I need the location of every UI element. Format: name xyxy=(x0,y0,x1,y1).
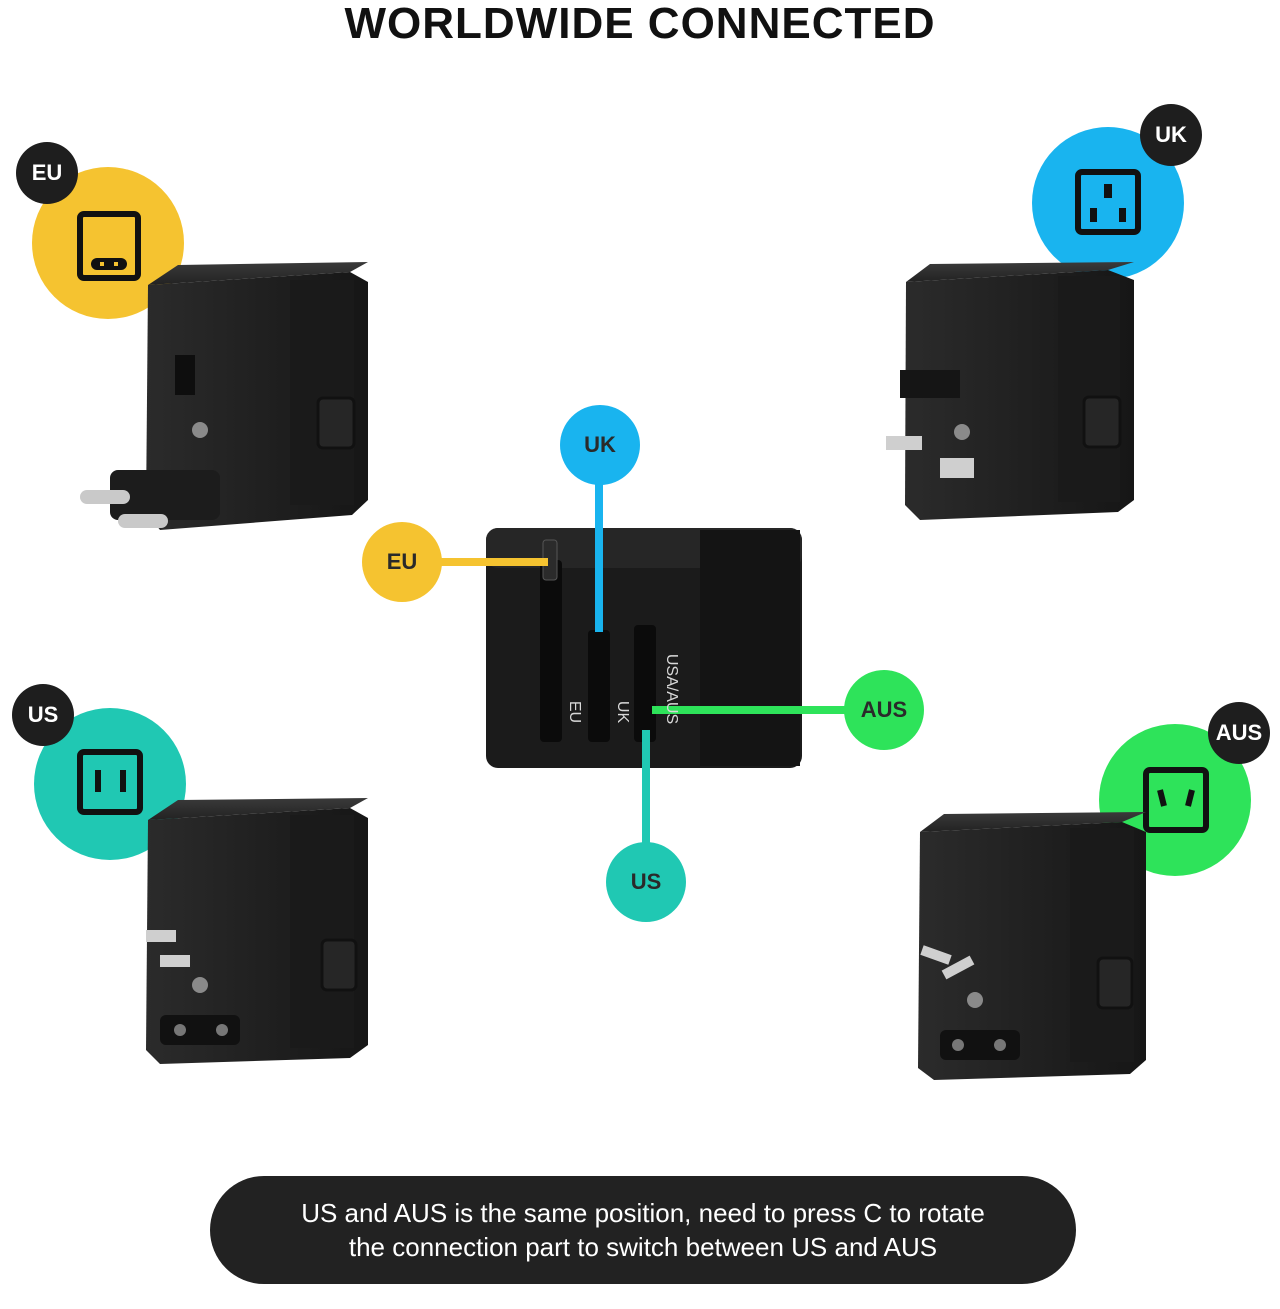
info-note-line2: the connection part to switch between US… xyxy=(348,1232,938,1262)
uk-socket-circle xyxy=(1032,127,1184,279)
info-note-line1: US and AUS is the same position, need to… xyxy=(301,1198,985,1228)
adapter-eu xyxy=(80,262,368,530)
info-note: US and AUS is the same position, need to… xyxy=(210,1176,1076,1284)
uk-socket-icon xyxy=(1075,169,1141,235)
slot-label-usaus: USA/AUS xyxy=(663,653,681,725)
badge-us-corner: US xyxy=(12,684,74,746)
page-title: WORLDWIDE CONNECTED xyxy=(344,0,936,48)
badge-uk-corner: UK xyxy=(1140,104,1202,166)
badge-aus-corner: AUS xyxy=(1208,702,1270,764)
eu-socket-icon xyxy=(77,211,141,281)
adapter-uk xyxy=(886,262,1134,520)
adapter-aus xyxy=(918,812,1146,1080)
badge-eu-corner: EU xyxy=(16,142,78,204)
center-badge-aus: AUS xyxy=(844,670,924,750)
adapter-us xyxy=(146,798,368,1064)
slot-label-eu: EU xyxy=(566,700,584,724)
eu-socket-circle xyxy=(32,167,184,319)
slot-label-uk: UK xyxy=(614,700,632,724)
center-badge-eu: EU xyxy=(362,522,442,602)
us-socket-icon xyxy=(77,749,143,815)
center-badge-us: US xyxy=(606,842,686,922)
center-badge-uk: UK xyxy=(560,405,640,485)
aus-socket-icon xyxy=(1143,767,1209,833)
